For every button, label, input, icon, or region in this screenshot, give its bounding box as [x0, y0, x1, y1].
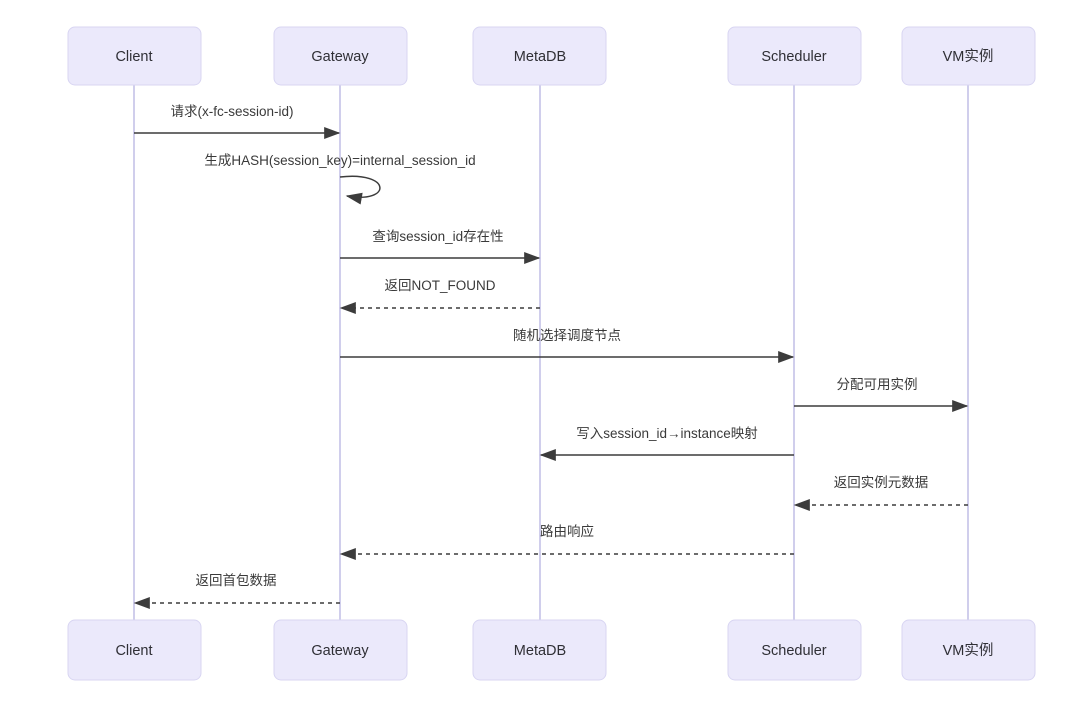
message-m7[interactable]: 写入session_id→instance映射	[539, 426, 794, 461]
participant-vm-bottom[interactable]: VM实例	[901, 619, 1036, 681]
message-label-m7: 写入session_id→instance映射	[576, 426, 758, 441]
participant-gateway-top[interactable]: Gateway	[273, 26, 408, 86]
participant-box	[67, 26, 202, 86]
participant-label-vm: VM实例	[943, 48, 994, 65]
participant-box	[273, 26, 408, 86]
message-m5[interactable]: 随机选择调度节点	[340, 328, 795, 363]
message-label-m9: 路由响应	[540, 523, 594, 539]
message-label-m3: 查询session_id存在性	[372, 229, 503, 244]
participant-box	[472, 26, 607, 86]
participant-box	[727, 26, 862, 86]
message-m4[interactable]: 返回NOT_FOUND	[339, 278, 540, 314]
messages-group: 请求(x-fc-session-id) 生成HASH(session_key)=i…	[133, 104, 969, 609]
participant-boxes-bottom: Client Gateway MetaDB Scheduler VM实例	[67, 619, 1036, 681]
message-m3[interactable]: 查询session_id存在性	[340, 229, 541, 264]
message-label-m2: 生成HASH(session_key)=internal_session_id	[204, 153, 475, 168]
message-m8[interactable]: 返回实例元数据	[793, 475, 968, 511]
lifelines-group	[133, 85, 969, 620]
participant-box	[901, 26, 1036, 86]
participant-metadb-bottom[interactable]: MetaDB	[472, 619, 607, 681]
participant-label-client: Client	[115, 643, 152, 659]
participant-client-bottom[interactable]: Client	[67, 619, 202, 681]
message-label-m8: 返回实例元数据	[834, 475, 929, 490]
participant-boxes-top: Client Gateway MetaDB Scheduler VM实例	[67, 26, 1036, 86]
participant-label-gateway: Gateway	[311, 643, 369, 659]
message-m2[interactable]: 生成HASH(session_key)=internal_session_id	[204, 153, 476, 205]
message-m10[interactable]: 返回首包数据	[133, 573, 340, 609]
participant-label-gateway: Gateway	[311, 49, 369, 65]
message-label-m5: 随机选择调度节点	[513, 328, 621, 343]
participant-metadb-top[interactable]: MetaDB	[472, 26, 607, 86]
participant-label-scheduler: Scheduler	[761, 643, 826, 659]
participant-label-scheduler: Scheduler	[761, 49, 826, 65]
self-loop-arrow	[339, 175, 381, 205]
participant-label-client: Client	[115, 49, 152, 65]
message-m9[interactable]: 路由响应	[339, 523, 794, 560]
participant-box	[727, 619, 862, 681]
participant-box	[273, 619, 408, 681]
participant-scheduler-bottom[interactable]: Scheduler	[727, 619, 862, 681]
participant-scheduler-top[interactable]: Scheduler	[727, 26, 862, 86]
participant-label-metadb: MetaDB	[514, 643, 566, 659]
participant-box	[472, 619, 607, 681]
message-label-m4: 返回NOT_FOUND	[385, 278, 496, 293]
message-m1[interactable]: 请求(x-fc-session-id)	[134, 104, 341, 139]
participant-vm-top[interactable]: VM实例	[901, 26, 1036, 86]
participant-label-metadb: MetaDB	[514, 49, 566, 65]
message-label-m10: 返回首包数据	[196, 573, 277, 588]
participant-client-top[interactable]: Client	[67, 26, 202, 86]
message-label-m1: 请求(x-fc-session-id)	[170, 104, 293, 119]
message-m6[interactable]: 分配可用实例	[794, 377, 969, 412]
participant-label-vm: VM实例	[943, 642, 994, 659]
participant-box	[901, 619, 1036, 681]
message-label-m6: 分配可用实例	[837, 377, 918, 392]
participant-gateway-bottom[interactable]: Gateway	[273, 619, 408, 681]
participant-box	[67, 619, 202, 681]
